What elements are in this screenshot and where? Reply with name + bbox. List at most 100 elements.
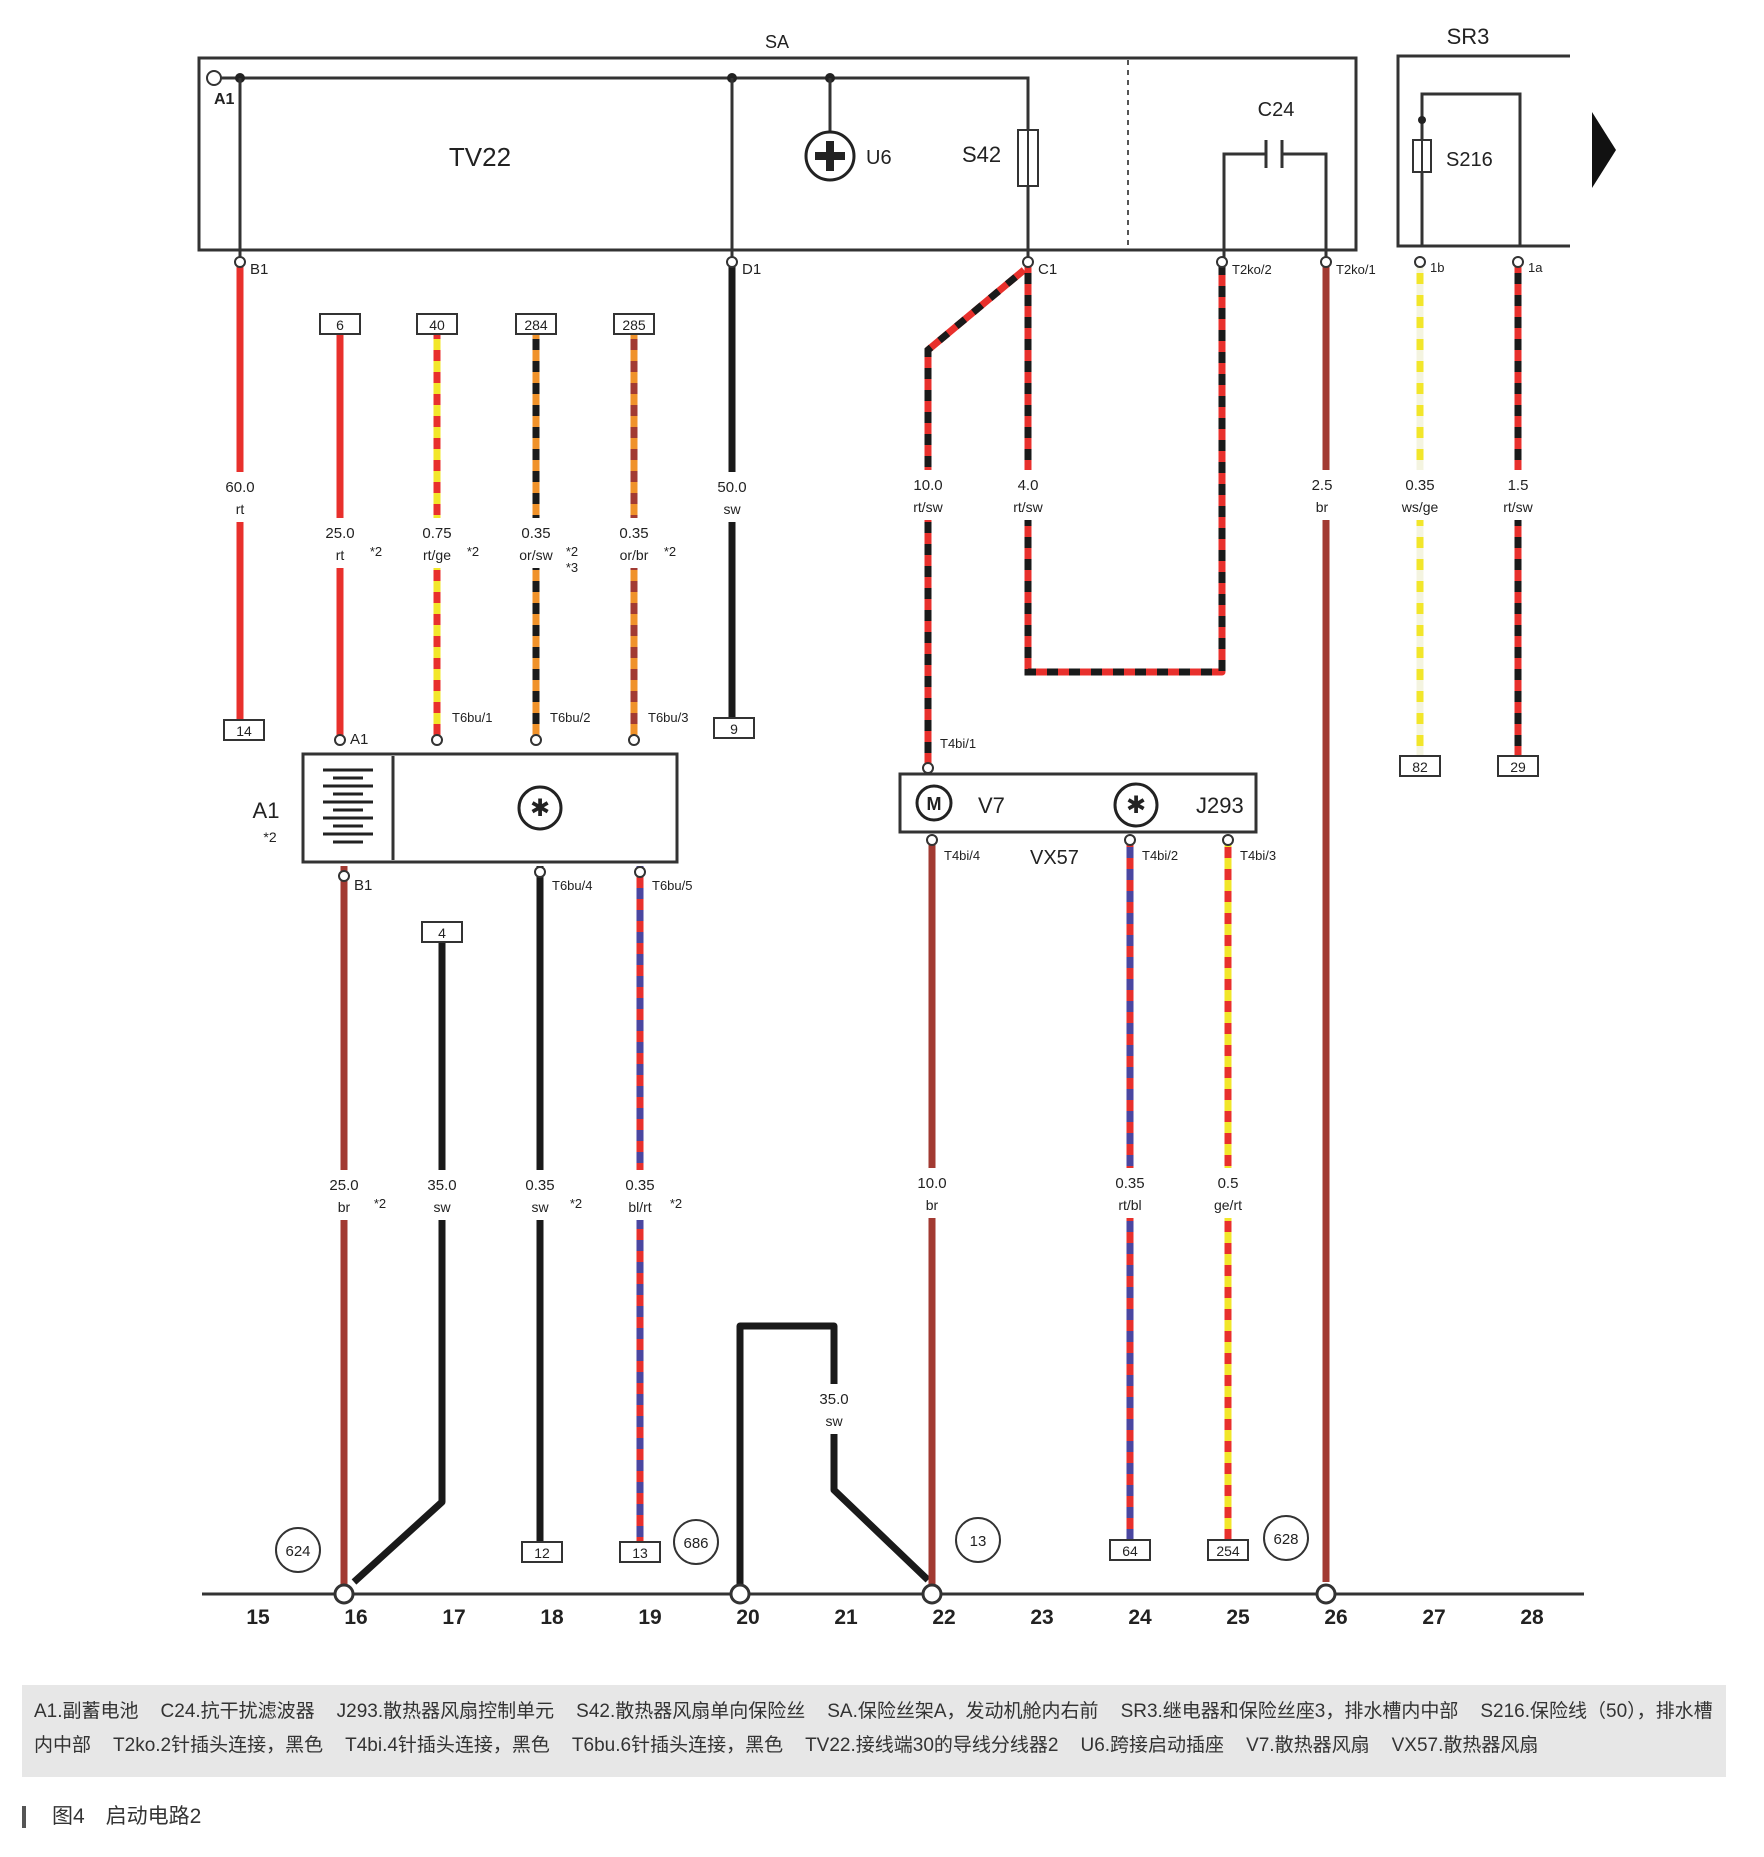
column-17: 17 — [442, 1606, 465, 1629]
ref-40: 40 — [429, 317, 445, 333]
pin-t6bu1: T6bu/1 — [452, 710, 492, 725]
w-35a-color: sw — [433, 1199, 451, 1215]
ref-9: 9 — [730, 721, 738, 737]
ref-12: 12 — [534, 1545, 550, 1561]
pin-t2ko2: T2ko/2 — [1232, 262, 1272, 277]
w-25a-note: *2 — [370, 544, 382, 559]
w-035a-color: or/sw — [519, 547, 553, 563]
w-075-size: 0.75 — [422, 525, 451, 542]
column-20: 20 — [736, 1606, 759, 1629]
svg-text:✱: ✱ — [530, 795, 550, 822]
column-27: 27 — [1422, 1606, 1445, 1629]
pin-c1: C1 — [1038, 261, 1057, 278]
column-28: 28 — [1520, 1606, 1544, 1629]
w-035a-note: *3 — [566, 560, 578, 575]
w-4-size: 4.0 — [1018, 477, 1039, 494]
w-075-note: *2 — [467, 544, 479, 559]
fuse-s42: S42 — [962, 129, 1039, 262]
w-15-color: rt/sw — [1503, 499, 1533, 515]
w-25a-color: rt — [336, 547, 345, 563]
a1-note: *2 — [263, 829, 276, 845]
w-035d-size: 0.35 — [525, 1177, 554, 1194]
w-25c-size: 25.0 — [329, 1177, 358, 1194]
capacitor-c24: C24 — [1222, 99, 1328, 262]
wire-c24-loop — [1024, 262, 1226, 676]
pin-t4bi4: T4bi/4 — [944, 848, 980, 863]
u6-label: U6 — [866, 147, 892, 169]
ref-4: 4 — [438, 925, 446, 941]
w-035f-color: rt/bl — [1118, 1197, 1141, 1213]
ref-64: 64 — [1122, 1543, 1138, 1559]
ground-624: 624 — [285, 1543, 310, 1560]
w-35a-size: 35.0 — [427, 1177, 456, 1194]
ref-13: 13 — [632, 1545, 648, 1561]
ref-285: 285 — [622, 317, 646, 333]
w-035e-color: bl/rt — [628, 1199, 651, 1215]
wiring-diagram: SA A1 TV22 U6 S42 C24 — [197, 24, 1616, 1629]
legend-item: SA.保险丝架A，发动机舱内右前 — [827, 1701, 1099, 1722]
ground-628: 628 — [1273, 1531, 1298, 1548]
w-60-color: rt — [236, 501, 245, 517]
column-24: 24 — [1128, 1606, 1152, 1629]
column-15: 15 — [246, 1606, 270, 1629]
legend-item: C24.抗干扰滤波器 — [160, 1701, 315, 1722]
legend-item: T2ko.2针插头连接，黑色 — [113, 1735, 324, 1756]
w-25b-color: br — [1316, 499, 1329, 515]
ref-6: 6 — [336, 317, 344, 333]
w-10b-color: br — [926, 1197, 939, 1213]
fuse-box-sa: SA A1 TV22 U6 S42 C24 — [197, 32, 1358, 262]
column-23: 23 — [1030, 1606, 1053, 1629]
figure-caption: 图4 启动电路2 — [22, 1800, 201, 1830]
w-035d-note: *2 — [570, 1196, 582, 1211]
w-075-color: rt/ge — [423, 547, 451, 563]
sr3-label: SR3 — [1447, 24, 1490, 49]
w-05-size: 0.5 — [1218, 1175, 1239, 1192]
w-4-color: rt/sw — [1013, 499, 1043, 515]
column-21: 21 — [834, 1606, 858, 1629]
column-25: 25 — [1226, 1606, 1250, 1629]
w-035b-size: 0.35 — [619, 525, 648, 542]
tv22-label: TV22 — [449, 142, 511, 172]
w-035c-color: ws/ge — [1401, 499, 1439, 515]
column-22: 22 — [932, 1606, 955, 1629]
relay-fuse-holder-sr3: SR3 S216 — [1396, 24, 1616, 248]
ref-284: 284 — [524, 317, 548, 333]
legend-item: U6.跨接启动插座 — [1080, 1735, 1225, 1756]
pin-1a: 1a — [1528, 260, 1543, 275]
w-035b-color: or/br — [620, 547, 649, 563]
legend-item: S42.散热器风扇单向保险丝 — [576, 1701, 806, 1722]
pin-t4bi3: T4bi/3 — [1240, 848, 1276, 863]
w-25c-note: *2 — [374, 1196, 386, 1211]
ref-14: 14 — [236, 723, 252, 739]
w-05-color: ge/rt — [1214, 1197, 1242, 1213]
w-035f-size: 0.35 — [1115, 1175, 1144, 1192]
caption-text: 图4 启动电路2 — [52, 1805, 202, 1828]
ref-82: 82 — [1412, 759, 1428, 775]
a1-component-label: A1 — [253, 798, 280, 823]
svg-text:✱: ✱ — [1126, 792, 1146, 819]
w-035c-size: 0.35 — [1405, 477, 1434, 494]
column-26: 26 — [1324, 1606, 1347, 1629]
w-60-size: 60.0 — [225, 479, 254, 496]
w-50-size: 50.0 — [717, 479, 746, 496]
pin-b1-top: B1 — [250, 261, 268, 278]
w-035a-note: *2 — [566, 544, 578, 559]
w-10a-color: rt/sw — [913, 499, 943, 515]
wire-c1-10-stripe — [924, 267, 1027, 768]
svg-text:M: M — [927, 794, 942, 814]
w-35b-size: 35.0 — [819, 1391, 848, 1408]
pin-t4bi2: T4bi/2 — [1142, 848, 1178, 863]
sa-label: SA — [765, 32, 789, 52]
w-50-color: sw — [723, 501, 741, 517]
legend-item: VX57.散热器风扇 — [1391, 1735, 1539, 1756]
w-10a-size: 10.0 — [913, 477, 942, 494]
legend-item: V7.散热器风扇 — [1246, 1735, 1370, 1756]
legend-item: TV22.接线端30的导线分线器2 — [805, 1735, 1059, 1756]
c24-label: C24 — [1258, 99, 1295, 121]
jump-start-socket-u6: U6 — [804, 130, 892, 182]
a1-corner-label: A1 — [214, 91, 235, 108]
legend-item: J293.散热器风扇控制单元 — [336, 1701, 555, 1722]
w-15-size: 1.5 — [1508, 477, 1529, 494]
column-18: 18 — [540, 1606, 564, 1629]
